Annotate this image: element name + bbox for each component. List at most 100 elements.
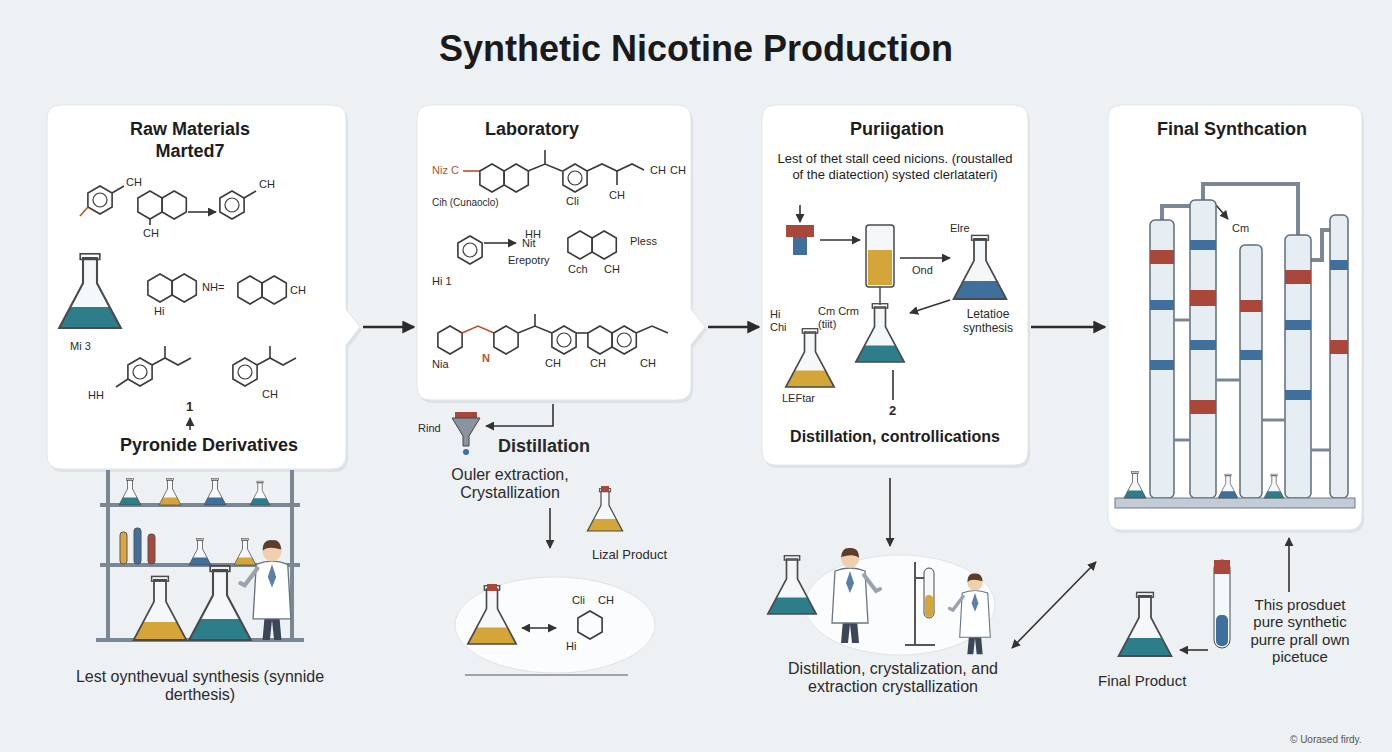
- distillation-columns: [1330, 215, 1348, 498]
- annotation-label: Ouler extraction, Crystallization: [415, 466, 605, 503]
- panel-outline: [417, 105, 705, 400]
- annotation-label: Cch: [568, 263, 588, 276]
- annotation-label: CH: [126, 176, 142, 189]
- lab-molecules: [576, 332, 588, 334]
- stage-panel: Laboratory: [417, 105, 705, 400]
- distillation-columns: [1285, 390, 1311, 400]
- panel-outline: [1108, 105, 1362, 530]
- annotation-label: Hi: [566, 640, 576, 653]
- panel-shape: [417, 105, 709, 405]
- crystallization-scene: [950, 573, 991, 654]
- raw-molecules: [269, 346, 271, 358]
- annotation-label: CH: [259, 178, 275, 191]
- distillation-columns: [1150, 360, 1174, 370]
- purification-apparatus: [799, 205, 801, 222]
- distillation-columns: [1190, 290, 1216, 306]
- annotation-label: Letatioe synthesis: [952, 308, 1024, 336]
- distillation-columns: [1262, 419, 1285, 422]
- crystallization-scene: [768, 478, 1096, 655]
- crystallization-scene: [925, 595, 933, 617]
- lab-molecules: [484, 242, 516, 244]
- final-product-scene: [1119, 592, 1172, 656]
- distillation-columns: [1285, 235, 1311, 498]
- distillation-columns: [1190, 400, 1216, 414]
- distillation-columns: [1240, 300, 1262, 312]
- flow-arrow: [363, 326, 414, 329]
- annotation-label: Pless: [630, 235, 657, 248]
- purification-apparatus: [868, 250, 892, 285]
- annotation-label: Distillation, crystalization, and extrac…: [763, 660, 1023, 697]
- crystallization-scene: [924, 568, 934, 618]
- final-product-scene: [1216, 615, 1228, 646]
- annotation-label: Cih (Cunaoclo): [432, 197, 499, 209]
- panel-text: Lest of thet stall ceed nicions. (rousta…: [775, 151, 1015, 182]
- distillation-columns: [1150, 250, 1174, 264]
- crystallization-scene: [1012, 562, 1096, 648]
- lab-molecules: [544, 150, 546, 164]
- raw-molecules: [189, 418, 191, 430]
- annotation-label: CH: [143, 227, 159, 240]
- panel-text: Distillation, controllications: [767, 427, 1023, 446]
- distillation-columns: [1216, 379, 1240, 382]
- distillation-scene: [486, 404, 553, 426]
- annotation-label: Lest oynthevual synthesis (synnide derth…: [70, 668, 330, 705]
- purification-apparatus: [892, 370, 894, 400]
- final-product-scene: [1288, 538, 1290, 592]
- annotation-label: Elre: [950, 222, 970, 235]
- annotation-label: CH: [650, 164, 666, 177]
- raw-molecules: [164, 346, 166, 358]
- crystallization-scene: [889, 478, 891, 546]
- annotation-label: Cm Crm (tiit): [818, 305, 862, 330]
- annotation-label: Rind: [418, 422, 441, 435]
- distillation-scene: [578, 611, 602, 639]
- distillation-columns: [1190, 200, 1216, 498]
- panel-outline: [762, 105, 1028, 465]
- lab-shelf-scene: [119, 479, 141, 506]
- distillation-columns: [1190, 340, 1216, 350]
- annotation-label: Cli: [566, 195, 579, 208]
- distillation-scene: [587, 489, 622, 531]
- annotation-label: Hi: [154, 305, 164, 318]
- lab-molecules: [534, 314, 536, 326]
- distillation-columns: [1150, 220, 1174, 498]
- crystallization-scene: [832, 548, 880, 643]
- distillation-scene: [455, 577, 655, 673]
- distillation-columns: [1330, 340, 1348, 354]
- lab-shelf-scene: [134, 576, 187, 640]
- distillation-columns: [1174, 319, 1190, 322]
- annotation-label: Lizal Product: [592, 548, 667, 563]
- purification-apparatus: [820, 239, 860, 241]
- lab-shelf-scene: [148, 534, 155, 564]
- annotation-label: CH: [604, 263, 620, 276]
- annotation-label: Cli: [572, 594, 585, 607]
- annotation-label: CH: [640, 357, 656, 370]
- annotation-label: Distillation: [498, 436, 590, 457]
- crystallization-scene: [905, 644, 935, 646]
- annotation-label: Final Product: [1098, 672, 1186, 689]
- distillation-columns: [1190, 240, 1216, 250]
- final-product-scene: [1214, 560, 1230, 648]
- annotation-label: 2: [889, 404, 896, 419]
- lab-shelf-scene: [96, 470, 304, 640]
- lab-molecules: [463, 170, 480, 172]
- annotation-label: LEFtar: [782, 392, 815, 405]
- lab-molecules: [616, 171, 618, 185]
- distillation-columns: [1240, 350, 1262, 360]
- distillation-scene: [452, 404, 655, 675]
- final-product-scene: [1214, 560, 1230, 574]
- lab-shelf-scene: [120, 532, 127, 564]
- annotation-label: Niz C: [432, 164, 459, 177]
- lab-shelf-scene: [241, 540, 291, 640]
- distillation-scene: [455, 412, 477, 418]
- purification-apparatus: [793, 237, 807, 255]
- flow-arrow: [1031, 326, 1105, 329]
- annotation-label: 1: [186, 400, 193, 415]
- flow-arrow: [708, 326, 759, 329]
- annotation-label: Cm: [1232, 222, 1249, 235]
- annotation-label: CH: [670, 164, 686, 177]
- panel-heading: Raw Materials Marted7: [115, 119, 265, 162]
- panel-heading: Puriigation: [797, 119, 997, 141]
- crystallization-scene: [914, 562, 916, 645]
